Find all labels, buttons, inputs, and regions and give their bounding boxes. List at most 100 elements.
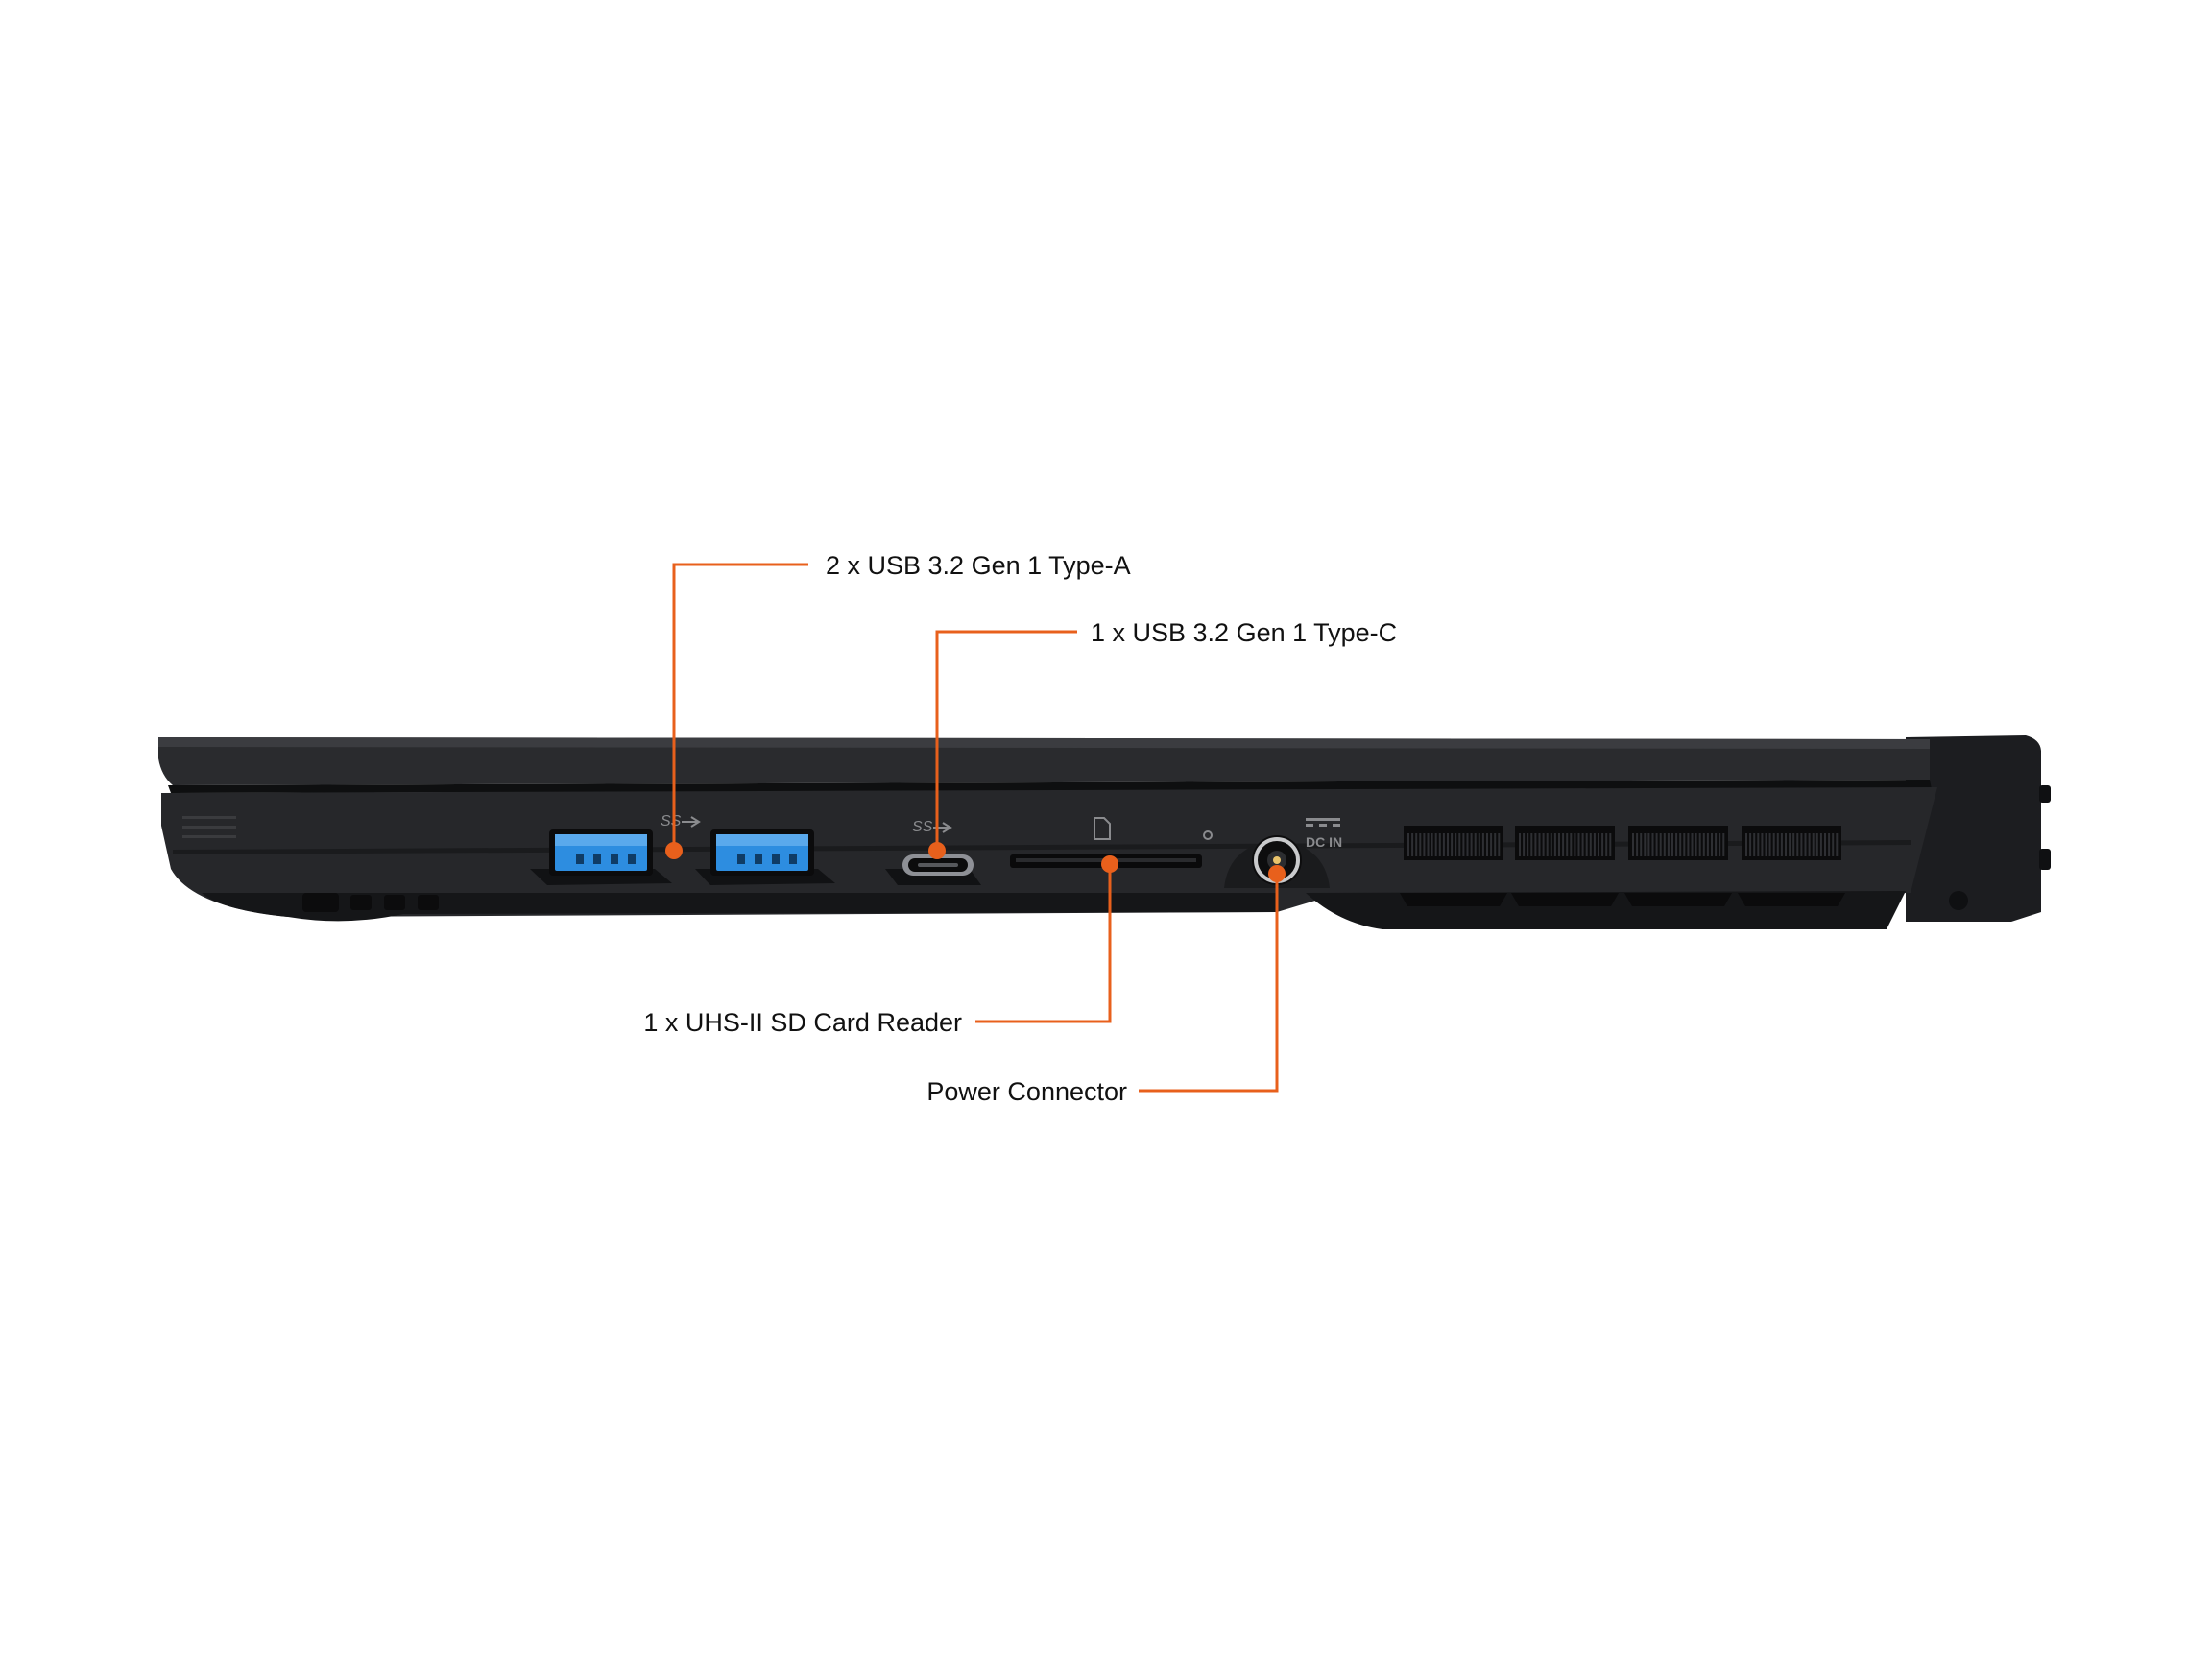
vent-fin (1702, 833, 1705, 856)
vent-fin (1438, 833, 1441, 856)
callout-dot (1268, 865, 1286, 882)
vent-fin (1804, 833, 1807, 856)
edge-detail (182, 816, 236, 819)
vent-fin (1494, 833, 1497, 856)
callout-dot (1101, 855, 1118, 873)
vent-fin (1659, 833, 1662, 856)
callout-label-sd: 1 x UHS-II SD Card Reader (643, 1008, 962, 1037)
foot (350, 895, 372, 910)
vent-fin (1577, 833, 1580, 856)
vent-fin (1706, 833, 1709, 856)
callout-label-usb-a: 2 x USB 3.2 Gen 1 Type-A (826, 551, 1131, 580)
vent-fin (1415, 833, 1418, 856)
vent-fin (1470, 833, 1473, 856)
vent-fin (1667, 833, 1670, 856)
vent-fin (1566, 833, 1569, 856)
vent-fin (1753, 833, 1756, 856)
vent-fin (1519, 833, 1521, 856)
vent-fin (1427, 833, 1430, 856)
vent-fin (1647, 833, 1650, 856)
power-jack (1224, 835, 1330, 888)
vent-fin (1796, 833, 1799, 856)
vent-fin (1715, 833, 1718, 856)
vent-fin (1601, 833, 1604, 856)
usb-a-port (695, 830, 835, 885)
vent-fin (1745, 833, 1747, 856)
vent-slot (1738, 893, 1845, 906)
usb-c-ss-marking: SS (912, 819, 933, 835)
vent-fin (1589, 833, 1592, 856)
vent-fin (1832, 833, 1835, 856)
sd-card-icon (1094, 817, 1111, 840)
vent-fin (1562, 833, 1565, 856)
vent-fin (1772, 833, 1775, 856)
vent-fin (1655, 833, 1658, 856)
vent-grille (1404, 826, 1503, 860)
vent-fin (1765, 833, 1767, 856)
edge-detail (182, 826, 236, 829)
usb-c-port (885, 854, 981, 885)
vent-fin (1719, 833, 1721, 856)
dc-symbol (1306, 818, 1340, 821)
vent-fin (1683, 833, 1686, 856)
vent-fin (1542, 833, 1545, 856)
vent-grille (1742, 826, 1841, 860)
callout-usb-a: 2 x USB 3.2 Gen 1 Type-A (665, 551, 1131, 859)
vent-fin (1605, 833, 1608, 856)
vent-fin (1644, 833, 1647, 856)
vent-fin (1636, 833, 1639, 856)
vent-fin (1442, 833, 1445, 856)
vent-fin (1691, 833, 1694, 856)
edge-detail (182, 835, 236, 838)
vent-fin (1593, 833, 1596, 856)
vent-fin (1749, 833, 1752, 856)
vents-lower (1400, 893, 1845, 906)
vents-upper (1404, 826, 1841, 860)
rear-bump (2039, 785, 2051, 803)
vent-fin (1808, 833, 1811, 856)
dc-symbol (1306, 824, 1313, 827)
vent-fin (1761, 833, 1764, 856)
vent-fin (1585, 833, 1588, 856)
vent-fin (1598, 833, 1599, 856)
rear-bump (1949, 891, 1968, 910)
vent-fin (1498, 833, 1501, 856)
vent-fin (1824, 833, 1826, 856)
callout-label-power: Power Connector (926, 1077, 1127, 1106)
usb-trident-icon (682, 816, 701, 828)
vent-fin (1481, 833, 1484, 856)
foot (302, 893, 339, 912)
vent-fin (1451, 833, 1454, 856)
vent-fin (1534, 833, 1537, 856)
dc-symbol (1319, 824, 1327, 827)
vent-fin (1490, 833, 1493, 856)
vent-fin (1695, 833, 1697, 856)
vent-fin (1550, 833, 1552, 856)
vent-grille (1628, 826, 1728, 860)
vent-fin (1698, 833, 1701, 856)
lid-highlight (158, 737, 1930, 749)
vent-fin (1789, 833, 1791, 856)
indicator-led (1203, 830, 1213, 840)
vent-fin (1434, 833, 1437, 856)
callout-line (935, 630, 1077, 851)
callout-power: Power Connector (926, 865, 1286, 1106)
vent-fin (1546, 833, 1549, 856)
callout-dot (928, 842, 946, 859)
vent-fin (1411, 833, 1414, 856)
dc-in-marking: DC IN (1306, 834, 1342, 850)
callout-sd: 1 x UHS-II SD Card Reader (643, 855, 1118, 1037)
vent-fin (1757, 833, 1760, 856)
vent-fin (1792, 833, 1795, 856)
callout-line (672, 563, 808, 853)
vent-fin (1776, 833, 1779, 856)
rear-bump (2039, 849, 2051, 870)
vent-fin (1466, 833, 1469, 856)
vent-fin (1671, 833, 1673, 856)
vent-fin (1423, 833, 1426, 856)
callout-dot (665, 842, 683, 859)
vent-fin (1785, 833, 1787, 856)
foot (418, 895, 439, 910)
vent-slot (1400, 893, 1507, 906)
